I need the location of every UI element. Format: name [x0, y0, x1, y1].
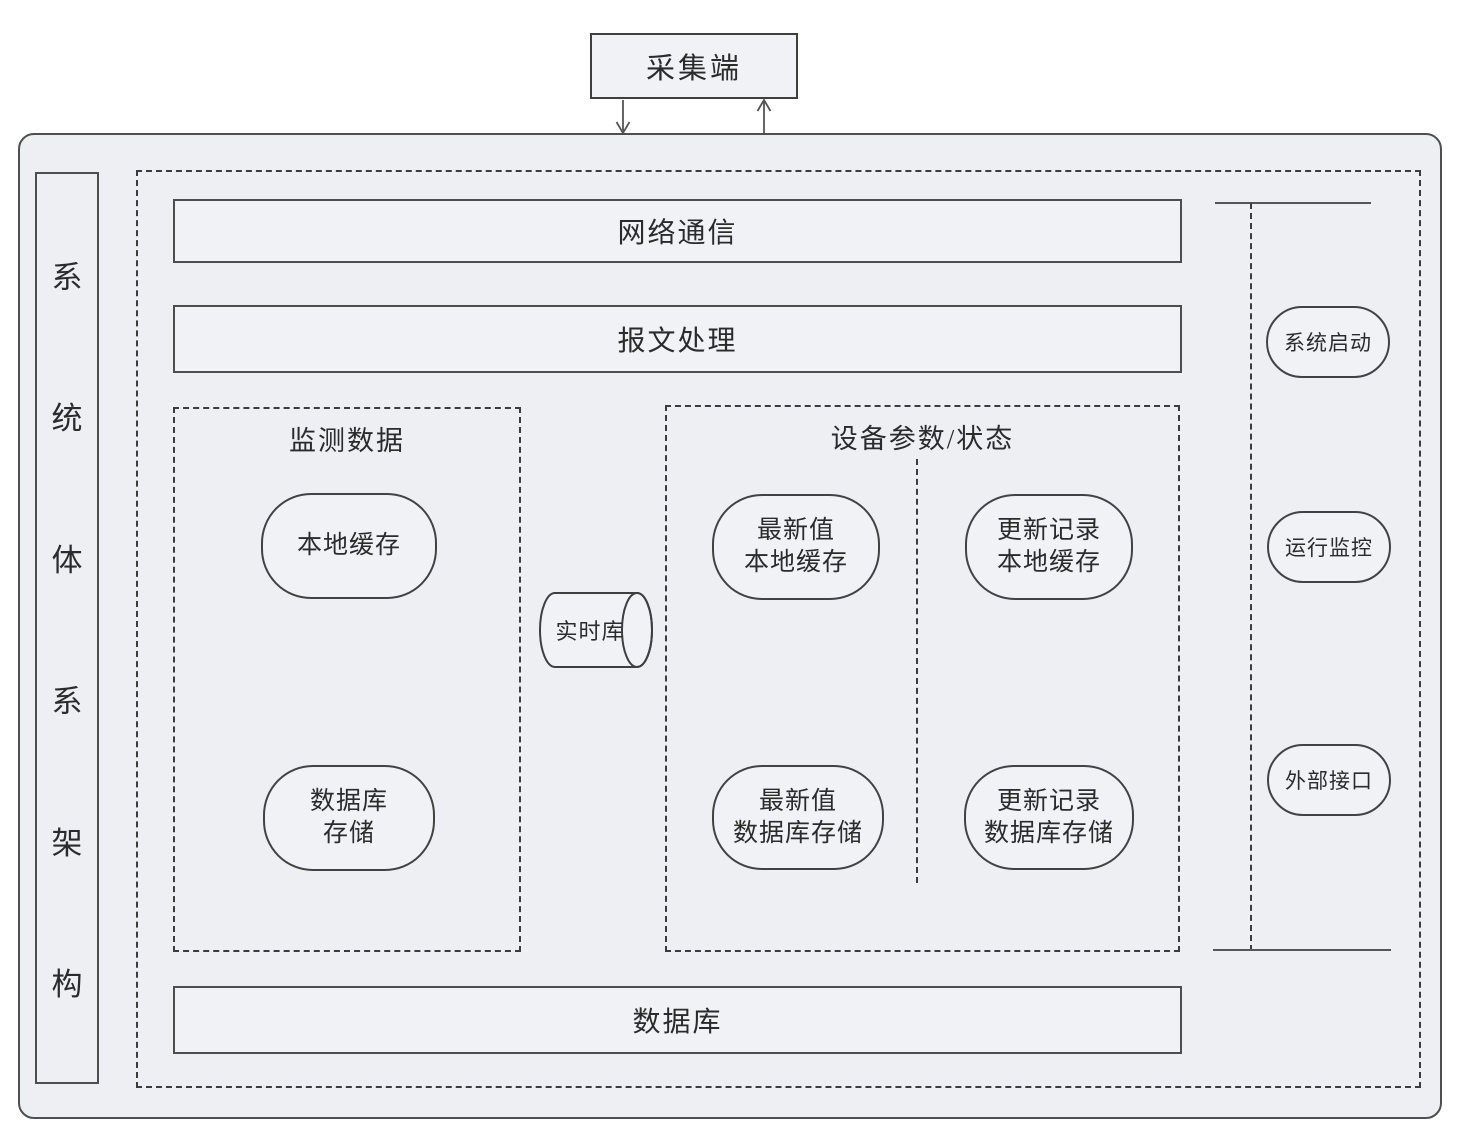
local-cache-node: 本地缓存	[261, 493, 437, 599]
update-record-storage-node: 更新记录 数据库存储	[964, 765, 1134, 870]
device-divider	[916, 459, 918, 883]
title-char: 体	[51, 542, 83, 578]
services-connector-line	[1250, 203, 1252, 951]
realtime-db-cylinder	[539, 592, 653, 668]
external-interface-label: 外部接口	[1285, 769, 1373, 793]
latest-value-storage-line1: 最新值	[758, 787, 837, 815]
title-char: 系	[51, 684, 83, 720]
database-layer-bar: 数据库	[173, 986, 1182, 1054]
latest-value-cache-node: 最新值 本地缓存	[712, 494, 880, 600]
realtime-db-label: 实时库	[555, 619, 625, 644]
latest-value-storage-line2: 数据库存储	[732, 819, 863, 847]
message-layer-bar: 报文处理	[173, 305, 1182, 373]
update-record-storage-line1: 更新记录	[996, 787, 1101, 815]
message-layer-label: 报文处理	[617, 326, 738, 357]
services-connector-bottom-line	[1213, 949, 1391, 951]
inner-boundary	[136, 170, 1421, 1088]
services-connector-top-line	[1215, 202, 1371, 204]
system-startup-label: 系统启动	[1284, 331, 1372, 355]
device-group: 设备参数/状态 最新值 本地缓存 更新记录 本地缓存 最新值 数据库存储 更新记…	[665, 405, 1180, 952]
system-architecture-panel	[18, 133, 1442, 1119]
architecture-title-bar: 系 统 体 系 架 构	[35, 172, 99, 1084]
title-char: 系	[51, 260, 83, 295]
system-startup-node: 系统启动	[1266, 306, 1390, 378]
db-storage-label-line2: 存储	[322, 820, 375, 847]
monitoring-data-title: 监测数据	[289, 426, 405, 456]
update-record-cache-line2: 本地缓存	[996, 549, 1101, 576]
external-interface-node: 外部接口	[1267, 744, 1391, 816]
network-layer-label: 网络通信	[617, 218, 738, 249]
title-char: 架	[51, 825, 83, 861]
update-record-cache-line1: 更新记录	[996, 517, 1101, 544]
update-record-storage-line2: 数据库存储	[983, 819, 1114, 847]
network-layer-bar: 网络通信	[173, 199, 1182, 263]
latest-value-cache-line1: 最新值	[756, 517, 835, 544]
runtime-monitor-node: 运行监控	[1267, 511, 1391, 583]
runtime-monitor-label: 运行监控	[1285, 536, 1373, 560]
device-group-title: 设备参数/状态	[830, 424, 1015, 454]
title-char: 统	[51, 401, 83, 437]
db-storage-label-line1: 数据库	[309, 788, 388, 815]
database-layer-label: 数据库	[632, 1007, 723, 1038]
collector-label: 采集端	[645, 53, 742, 85]
db-storage-node: 数据库 存储	[263, 765, 435, 871]
down-arrow-icon	[615, 100, 631, 135]
monitoring-data-group: 监测数据 本地缓存 数据库 存储	[173, 407, 521, 952]
latest-value-cache-line2: 本地缓存	[743, 549, 848, 576]
up-arrow-icon	[756, 98, 772, 133]
collector-arrows	[615, 98, 772, 135]
latest-value-storage-node: 最新值 数据库存储	[712, 765, 884, 870]
title-char: 构	[51, 966, 83, 1002]
update-record-cache-node: 更新记录 本地缓存	[965, 494, 1133, 600]
collector-box: 采集端	[590, 33, 798, 99]
local-cache-label: 本地缓存	[296, 532, 401, 559]
